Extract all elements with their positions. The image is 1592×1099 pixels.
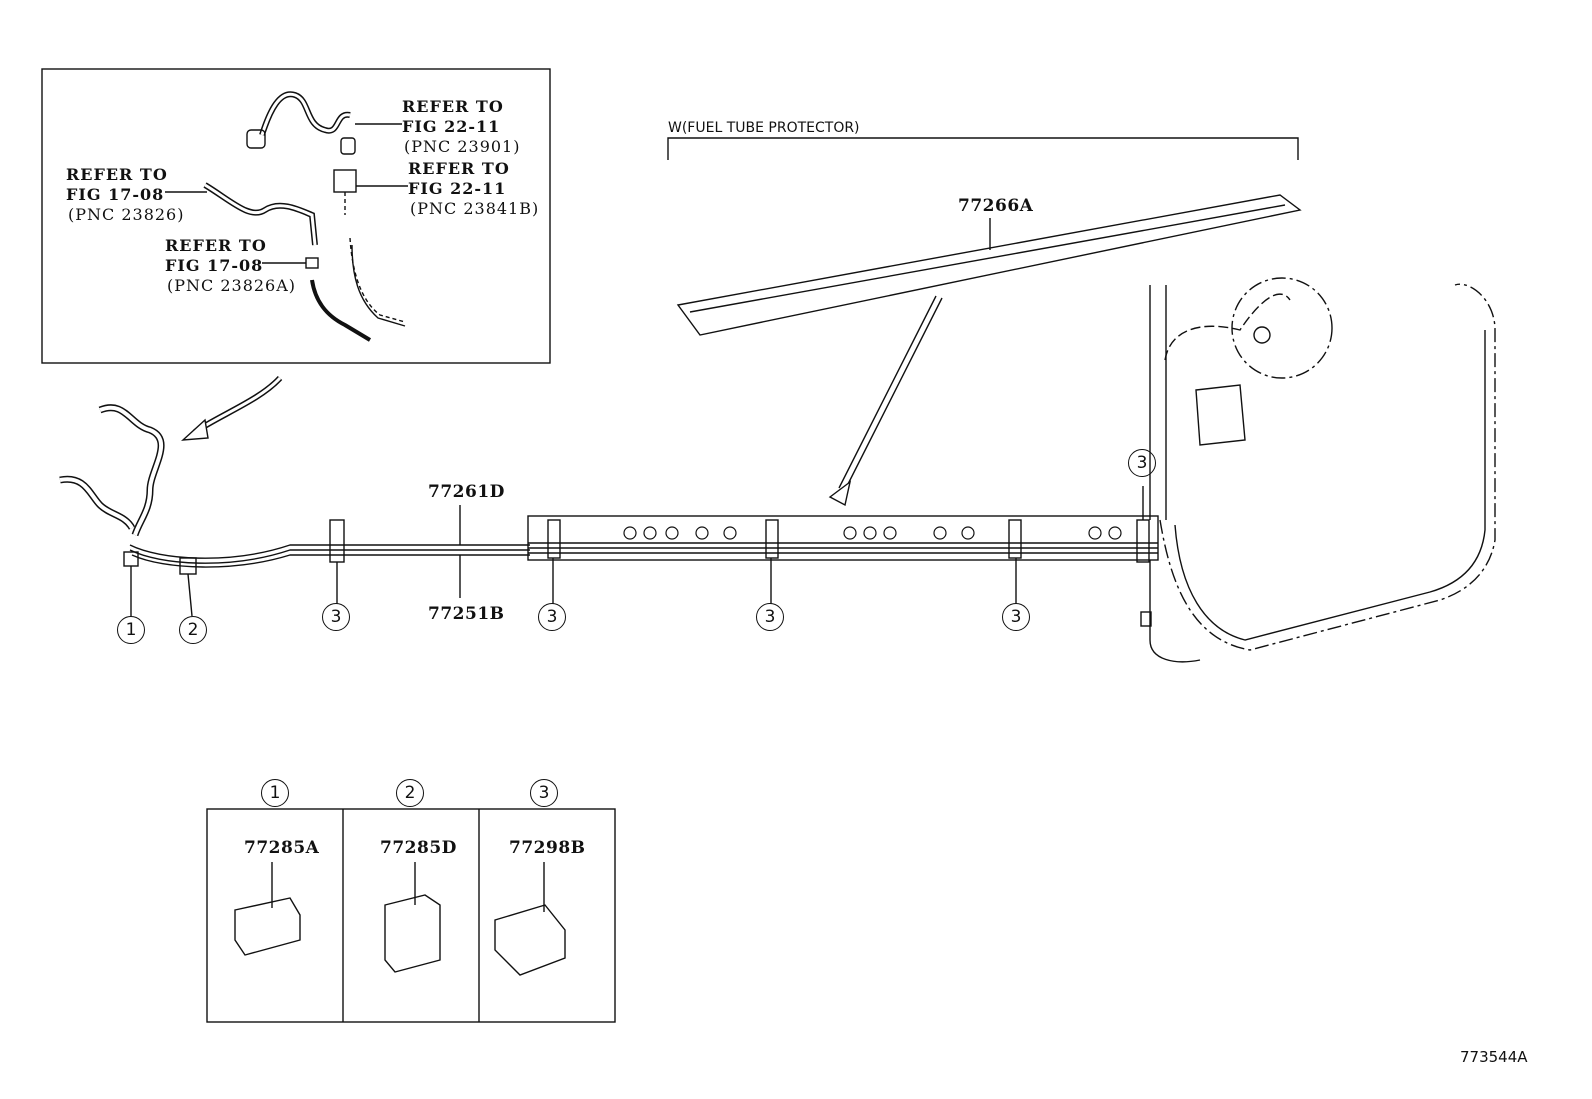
ref3-line2: FIG 17-08 — [66, 185, 165, 204]
ref3-line3: (PNC 23826) — [68, 205, 185, 224]
figure-id: 773544A — [1460, 1048, 1528, 1066]
clamp-table — [206, 808, 616, 1023]
ref1-line3: (PNC 23901) — [404, 137, 521, 156]
tube-lower-part-number: 77251B — [428, 604, 505, 624]
clamp-header-3: 3 — [530, 779, 558, 807]
ref4-line2: FIG 17-08 — [165, 256, 264, 275]
ref3-line1: REFER TO — [66, 165, 168, 184]
callout-3-b: 3 — [538, 603, 566, 631]
protector-part-number: 77266A — [958, 196, 1034, 216]
clamp-header-2: 2 — [396, 779, 424, 807]
clamp-2-part-number: 77285D — [380, 838, 457, 858]
callout-3-c: 3 — [756, 603, 784, 631]
inset-frame — [41, 68, 551, 364]
callout-2: 2 — [179, 616, 207, 644]
callout-3-e: 3 — [1128, 449, 1156, 477]
protector-title: W(FUEL TUBE PROTECTOR) — [668, 120, 860, 136]
clamp-3-part-number: 77298B — [509, 838, 586, 858]
ref2-line1: REFER TO — [408, 159, 510, 178]
ref1-line2: FIG 22-11 — [402, 117, 501, 136]
callout-3-d: 3 — [1002, 603, 1030, 631]
clamp-header-1: 1 — [261, 779, 289, 807]
ref2-line2: FIG 22-11 — [408, 179, 507, 198]
tube-upper-part-number: 77261D — [428, 482, 505, 502]
ref4-line1: REFER TO — [165, 236, 267, 255]
ref4-line3: (PNC 23826A) — [167, 276, 297, 295]
ref2-line3: (PNC 23841B) — [410, 199, 540, 218]
callout-1: 1 — [117, 616, 145, 644]
clamp-1-part-number: 77285A — [244, 838, 320, 858]
ref1-line1: REFER TO — [402, 97, 504, 116]
callout-3-a: 3 — [322, 603, 350, 631]
